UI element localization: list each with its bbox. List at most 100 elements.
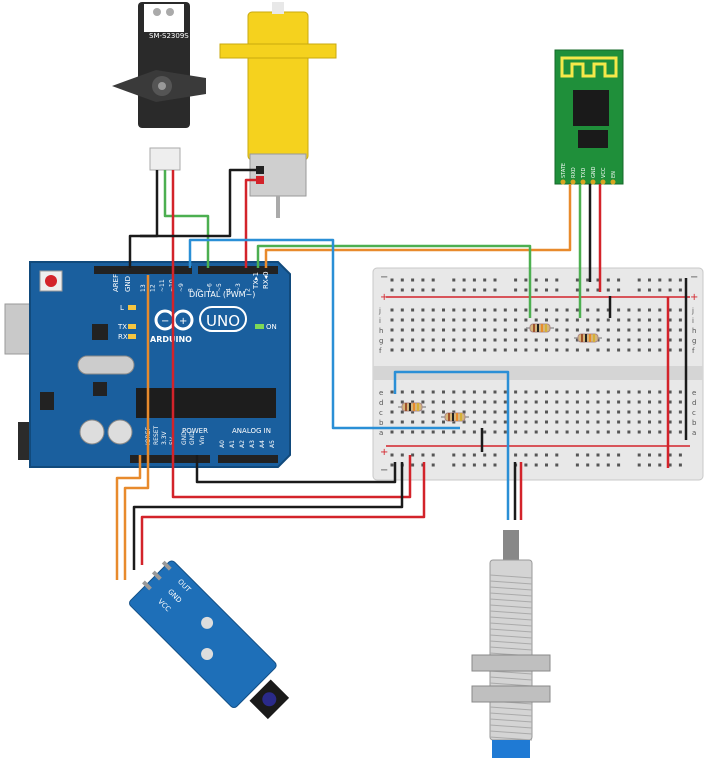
servo-connector — [149, 147, 181, 171]
breadboard-hole — [524, 308, 528, 312]
breadboard-hole — [524, 463, 528, 467]
breadboard-hole — [390, 390, 394, 394]
breadboard-row-label: d — [379, 399, 383, 407]
breadboard-hole — [503, 308, 507, 312]
breadboard-hole — [596, 463, 600, 467]
breadboard-hole — [503, 410, 507, 414]
breadboard-hole — [565, 328, 569, 332]
breadboard-hole — [442, 318, 445, 322]
breadboard-hole — [534, 308, 538, 312]
breadboard-hole — [483, 328, 487, 332]
breadboard-hole — [462, 400, 466, 404]
digital-pin-label: ~5 — [216, 283, 223, 292]
breadboard-hole — [617, 278, 621, 282]
breadboard-hole — [658, 278, 662, 282]
bt-pin — [560, 179, 566, 185]
breadboard-hole — [555, 410, 559, 414]
breadboard-row-label: b — [692, 419, 697, 427]
breadboard-hole — [493, 318, 497, 322]
breadboard-hole — [617, 430, 621, 434]
breadboard-hole — [617, 338, 621, 342]
breadboard-hole — [472, 400, 476, 404]
breadboard-hole — [442, 400, 445, 404]
breadboard-hole — [462, 390, 466, 394]
wire-ir-vcc — [140, 462, 426, 565]
breadboard-hole — [575, 338, 579, 342]
breadboard-hole — [627, 318, 631, 322]
breadboard-hole — [534, 453, 538, 457]
breadboard-hole — [400, 410, 404, 414]
prox-sensing-face — [492, 740, 530, 758]
resistor — [526, 323, 554, 333]
breadboard-hole — [514, 453, 518, 457]
breadboard-hole — [483, 420, 487, 424]
breadboard-hole — [421, 278, 425, 282]
3v3-label: 3.3V — [161, 430, 168, 445]
breadboard-hole — [678, 288, 682, 292]
breadboard-hole — [452, 463, 456, 467]
svg-text:+: + — [179, 316, 187, 327]
breadboard-row-label: i — [379, 317, 381, 325]
breadboard-hole — [534, 288, 538, 292]
breadboard-hole — [452, 410, 456, 414]
breadboard-hole — [472, 420, 476, 424]
breadboard-hole — [452, 453, 456, 457]
breadboard-hole — [400, 453, 404, 457]
breadboard-hole — [524, 410, 528, 414]
breadboard-hole — [421, 338, 425, 342]
svg-text:−: − — [161, 316, 169, 327]
digital-pin-label: ~6 — [207, 283, 214, 292]
breadboard-hole — [472, 463, 476, 467]
wire-bt-tx-arduino — [256, 244, 532, 318]
breadboard-row-label: d — [692, 399, 696, 407]
breadboard-hole — [514, 278, 518, 282]
dc-motor — [219, 2, 337, 218]
l-led — [128, 305, 136, 310]
breadboard-hole — [483, 400, 487, 404]
breadboard-hole — [452, 328, 456, 332]
bt-pin-label: TXD — [581, 168, 587, 179]
breadboard-hole — [658, 410, 662, 414]
breadboard-hole — [545, 348, 548, 352]
breadboard-hole — [545, 318, 548, 322]
capacitor — [107, 419, 133, 445]
breadboard-hole — [658, 463, 662, 467]
rail-minus-label: − — [380, 272, 388, 283]
breadboard-hole — [617, 348, 621, 352]
breadboard-hole — [545, 288, 548, 292]
wire-prox-signal — [393, 370, 510, 520]
reset-button[interactable] — [45, 275, 57, 287]
breadboard-hole — [524, 390, 528, 394]
breadboard-hole — [596, 453, 600, 457]
breadboard-hole — [586, 288, 590, 292]
breadboard-hole — [390, 348, 394, 352]
voltage-regulator — [40, 392, 54, 410]
breadboard-hole — [575, 308, 579, 312]
breadboard-hole — [483, 453, 487, 457]
breadboard-hole — [555, 420, 559, 424]
gnd-label: GND — [189, 431, 196, 445]
breadboard-hole — [545, 430, 548, 434]
digital-pin-label: 4 — [226, 288, 233, 292]
tx-led — [128, 324, 136, 329]
breadboard-hole — [648, 328, 651, 332]
breadboard-hole — [658, 318, 662, 322]
breadboard-hole — [524, 400, 528, 404]
breadboard-hole — [637, 430, 641, 434]
breadboard-hole — [668, 410, 672, 414]
breadboard-hole — [606, 348, 610, 352]
breadboard-row-label: g — [379, 337, 383, 345]
breadboard-hole — [400, 318, 404, 322]
ir-pin — [151, 570, 162, 581]
breadboard-hole — [565, 348, 569, 352]
breadboard-hole — [472, 288, 476, 292]
breadboard-hole — [390, 430, 394, 434]
breadboard-hole — [421, 410, 425, 414]
breadboard-hole — [472, 430, 476, 434]
breadboard-hole — [606, 318, 610, 322]
breadboard-hole — [596, 410, 600, 414]
breadboard-hole — [442, 328, 445, 332]
digital-pin-label: 2 — [245, 288, 252, 292]
